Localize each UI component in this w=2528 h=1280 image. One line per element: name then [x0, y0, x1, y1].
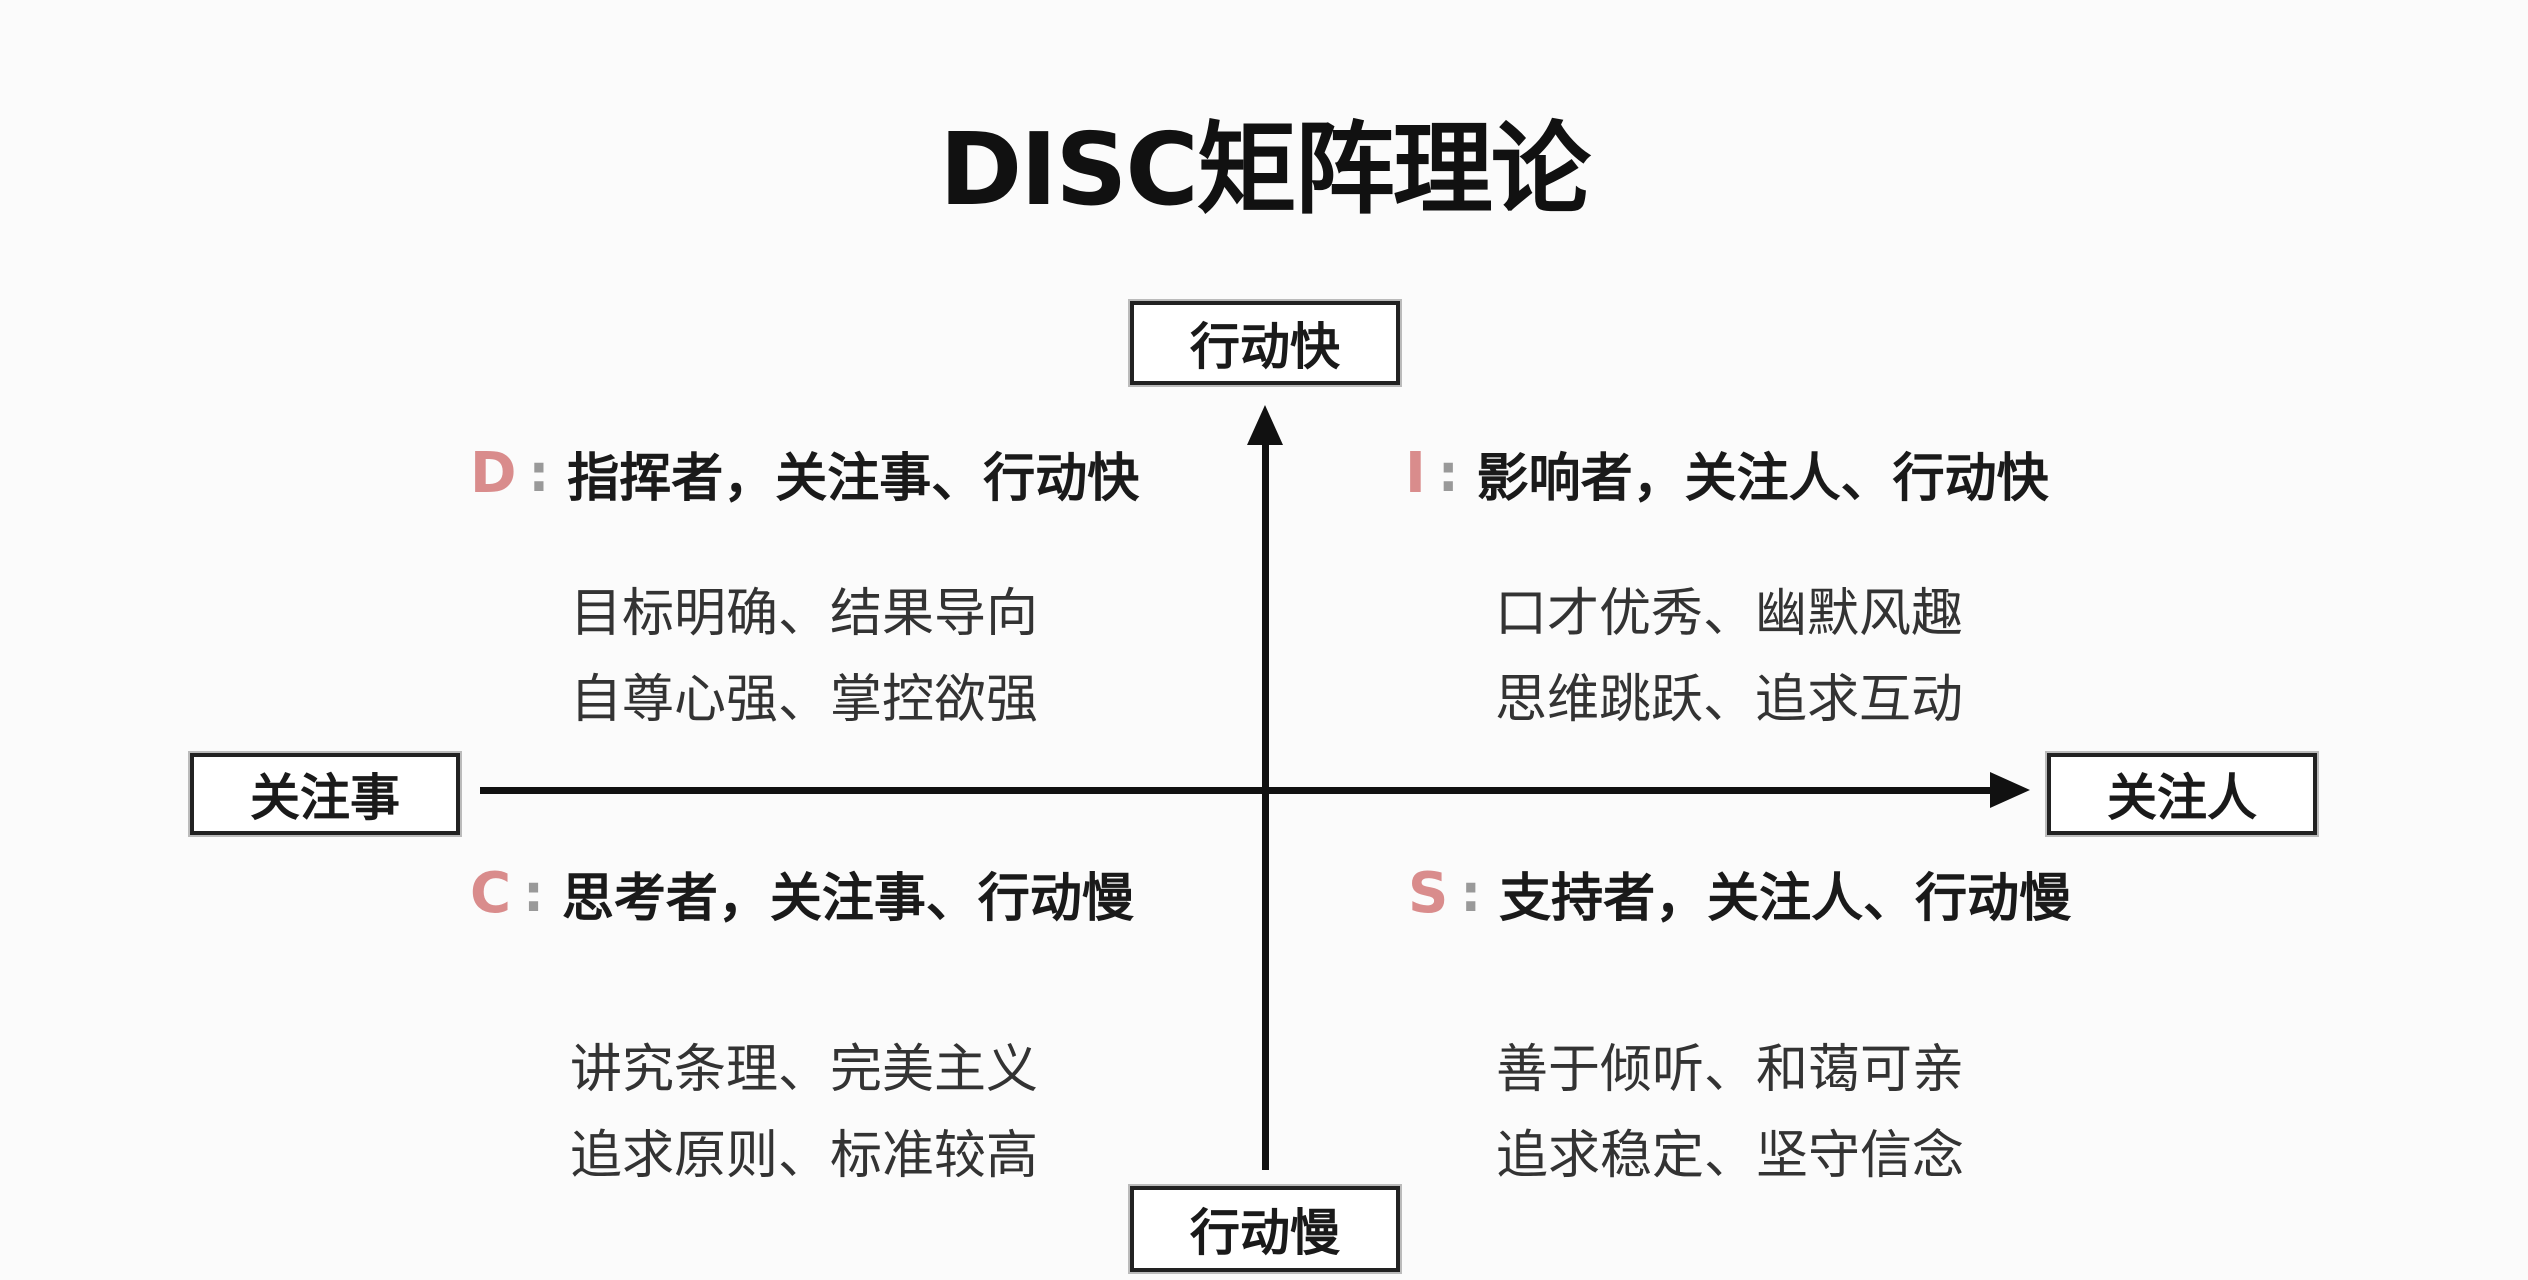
quadrant-heading: 指挥者，关注事、行动快 — [567, 449, 1140, 509]
horizontal-axis — [480, 787, 2000, 794]
separator: : — [1460, 863, 1482, 924]
arrow-up-icon — [1247, 405, 1283, 445]
quadrant-letter: I — [1405, 441, 1426, 506]
quadrant-letter: C — [470, 861, 512, 926]
quadrant-heading: 支持者，关注人、行动慢 — [1499, 869, 2072, 929]
trait-line: 思维跳跃、追求互动 — [1495, 670, 1964, 730]
axis-label-bottom: 行动慢 — [1130, 1186, 1400, 1272]
trait-line: 目标明确、结果导向 — [570, 584, 1039, 644]
trait-line: 讲究条理、完美主义 — [570, 1040, 1039, 1100]
arrow-right-icon — [1990, 772, 2030, 808]
quadrant-i: I: 影响者，关注人、行动快 口才优秀、幽默风趣 思维跳跃、追求互动 — [1405, 436, 2049, 743]
trait-line: 追求原则、标准较高 — [570, 1126, 1039, 1186]
quadrant-c: C: 思考者，关注事、行动慢 讲究条理、完美主义 追求原则、标准较高 — [470, 856, 1134, 1199]
quadrant-heading: 影响者，关注人、行动快 — [1476, 449, 2049, 509]
separator: : — [528, 443, 550, 504]
trait-line: 自尊心强、掌控欲强 — [570, 670, 1039, 730]
axis-label-top: 行动快 — [1130, 301, 1400, 385]
quadrant-s: S: 支持者，关注人、行动慢 善于倾听、和蔼可亲 追求稳定、坚守信念 — [1408, 856, 2071, 1199]
quadrant-letter: D — [470, 441, 517, 506]
trait-line: 口才优秀、幽默风趣 — [1495, 584, 1964, 644]
quadrant-d: D: 指挥者，关注事、行动快 目标明确、结果导向 自尊心强、掌控欲强 — [470, 436, 1139, 743]
axis-label-right: 关注人 — [2047, 753, 2317, 835]
trait-line: 追求稳定、坚守信念 — [1496, 1126, 1965, 1186]
trait-line: 善于倾听、和蔼可亲 — [1496, 1040, 1965, 1100]
quadrant-heading: 思考者，关注事、行动慢 — [561, 869, 1134, 929]
quadrant-letter: S — [1408, 861, 1449, 926]
diagram-title: DISC矩阵理论 — [939, 111, 1591, 228]
vertical-axis — [1262, 440, 1269, 1170]
separator: : — [1437, 443, 1459, 504]
axis-label-left: 关注事 — [190, 753, 460, 835]
separator: : — [523, 863, 544, 924]
